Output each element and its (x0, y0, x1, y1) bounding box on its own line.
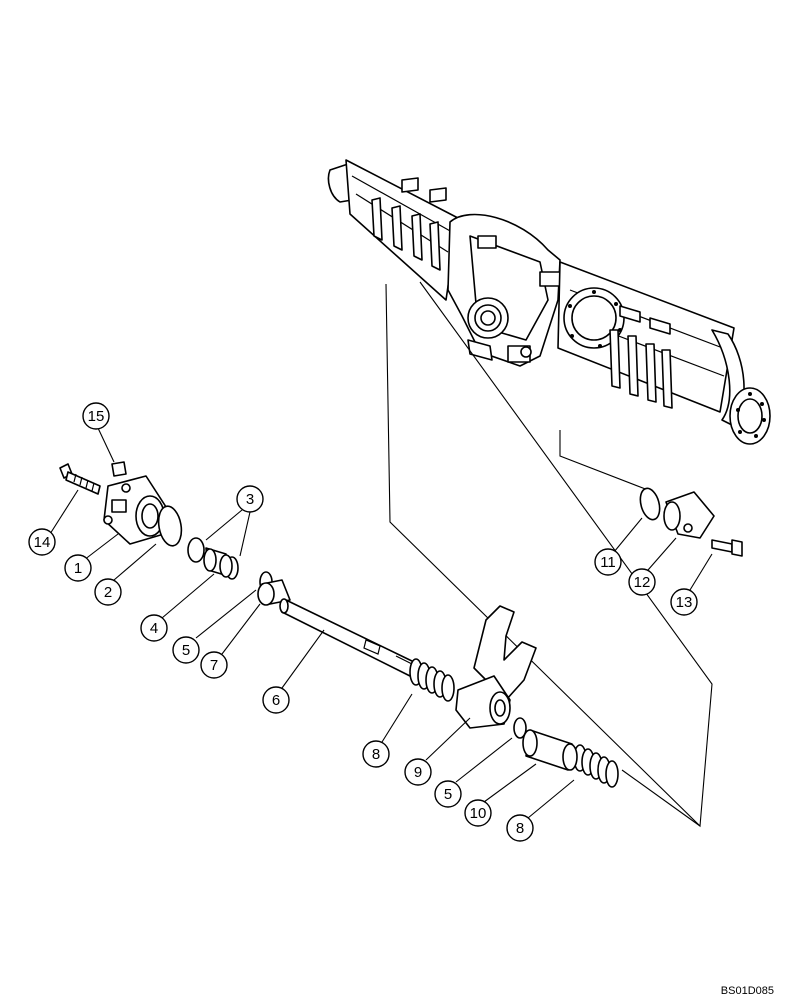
callout-14: 14 (28, 528, 56, 556)
part-13-bolt (711, 539, 743, 557)
callout-3-label: 3 (246, 491, 254, 508)
callout-7-label: 7 (210, 657, 218, 674)
part-1-housing (103, 475, 169, 545)
axle-housing (327, 159, 771, 445)
callout-15-label: 15 (88, 408, 105, 425)
callout-6-label: 6 (272, 692, 280, 709)
callout-9: 9 (404, 758, 432, 786)
callout-12: 12 (628, 568, 656, 596)
callout-2: 2 (94, 578, 122, 606)
part-11-o-ring (639, 487, 661, 521)
callout-8-lower: 8 (506, 814, 534, 842)
callout-4: 4 (140, 614, 168, 642)
callout-5-lower-label: 5 (444, 786, 452, 803)
callout-1: 1 (64, 554, 92, 582)
callout-13-label: 13 (676, 594, 693, 611)
part-2-o-ring (157, 505, 183, 547)
callout-3: 3 (236, 485, 264, 513)
callout-10: 10 (464, 799, 492, 827)
callout-5-upper-label: 5 (182, 642, 190, 659)
part-9-shift-fork (455, 605, 537, 729)
drawing-reference-code: BS01D085 (720, 985, 774, 997)
part-10-bushing (522, 729, 578, 771)
callout-pointers (49, 427, 713, 819)
part-6-shaft (279, 598, 415, 677)
part-5-snap-ring-lower (513, 717, 527, 739)
callout-15: 15 (82, 402, 110, 430)
callout-5-lower: 5 (434, 780, 462, 808)
part-4-sleeve (203, 547, 233, 578)
assembly-lines (385, 281, 713, 828)
callout-10-label: 10 (470, 805, 487, 822)
part-7-bushing (257, 579, 291, 606)
callout-8-upper: 8 (362, 740, 390, 768)
callout-1-label: 1 (74, 560, 82, 577)
callout-11: 11 (594, 548, 622, 576)
part-14-bolt (59, 463, 101, 495)
part-8-spring-upper (409, 658, 455, 702)
callout-6: 6 (262, 686, 290, 714)
callout-13: 13 (670, 588, 698, 616)
callout-4-label: 4 (150, 620, 158, 637)
callout-8-upper-label: 8 (372, 746, 380, 763)
callout-12-label: 12 (634, 574, 651, 591)
part-15-plug (111, 461, 127, 477)
part-12-plug (663, 491, 715, 539)
callout-14-label: 14 (34, 534, 51, 551)
callout-5-upper: 5 (172, 636, 200, 664)
callout-9-label: 9 (414, 764, 422, 781)
part-8-spring-lower (573, 744, 619, 788)
callout-7: 7 (200, 651, 228, 679)
callout-8-lower-label: 8 (516, 820, 524, 837)
callout-2-label: 2 (104, 584, 112, 601)
callout-11-label: 11 (600, 554, 616, 571)
